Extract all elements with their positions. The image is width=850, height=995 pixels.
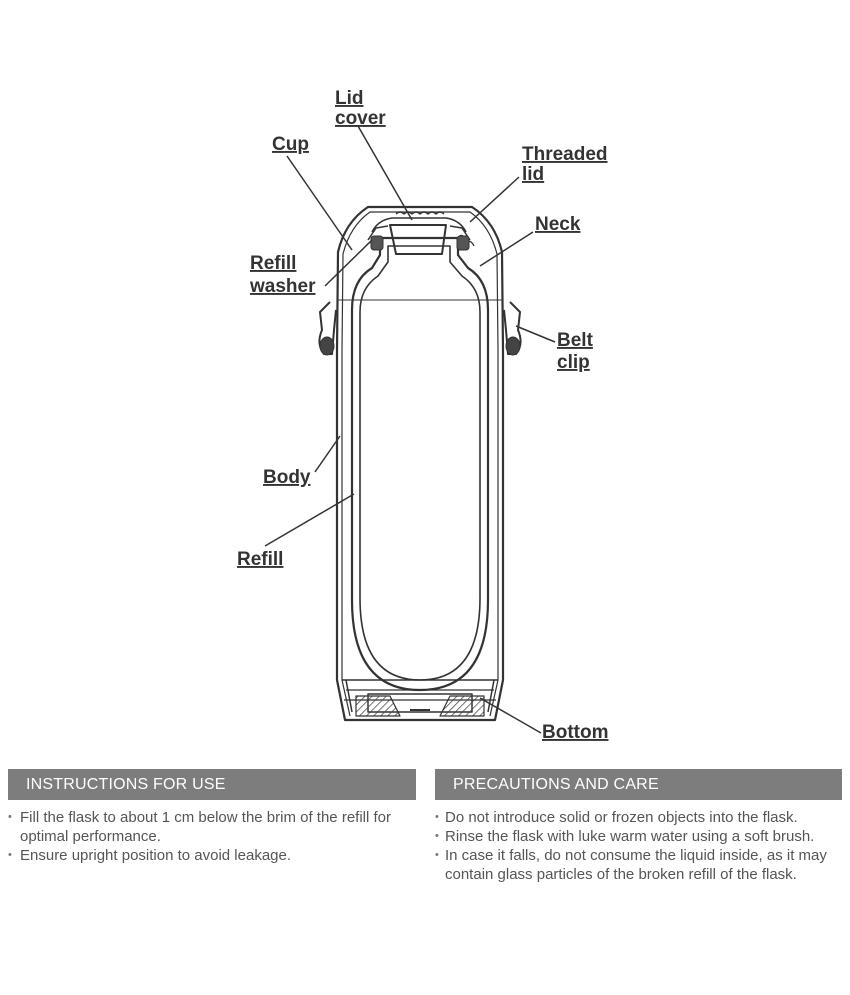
- list-item: Rinse the flask with luke warm water usi…: [435, 827, 842, 846]
- instructions-title: INSTRUCTIONS FOR USE: [8, 769, 416, 800]
- list-item: Fill the flask to about 1 cm below the b…: [8, 808, 416, 846]
- label-refill: Refill: [237, 549, 283, 570]
- list-item: Ensure upright position to avoid leakage…: [8, 846, 416, 865]
- flask-diagram: Lid cover Cup Threaded lid Neck Refill w…: [237, 88, 608, 743]
- instructions-list: Fill the flask to about 1 cm below the b…: [8, 808, 416, 865]
- leader-lines: [264, 125, 556, 734]
- precautions-title: PRECAUTIONS AND CARE: [435, 769, 842, 800]
- label-belt-clip-line1: Belt: [557, 330, 594, 351]
- list-item: Do not introduce solid or frozen objects…: [435, 808, 842, 827]
- part-labels: Lid cover Cup Threaded lid Neck Refill w…: [237, 88, 608, 743]
- instructions-panel: INSTRUCTIONS FOR USE Fill the flask to a…: [8, 769, 416, 865]
- label-threaded-lid-line1: Threaded: [522, 144, 608, 165]
- precautions-list: Do not introduce solid or frozen objects…: [435, 808, 842, 884]
- list-item: In case it falls, do not consume the liq…: [435, 846, 842, 884]
- flask-drawing: [318, 205, 522, 722]
- label-refill-washer-line1: Refill: [250, 253, 296, 274]
- label-lid-cover-line1: Lid: [335, 88, 364, 109]
- precautions-panel: PRECAUTIONS AND CARE Do not introduce so…: [435, 769, 842, 884]
- label-cup: Cup: [272, 134, 309, 155]
- label-refill-washer-line2: washer: [249, 276, 316, 297]
- label-belt-clip-line2: clip: [557, 352, 590, 373]
- label-lid-cover-line2: cover: [335, 108, 386, 129]
- label-threaded-lid-line2: lid: [522, 164, 544, 185]
- label-bottom: Bottom: [542, 722, 608, 743]
- label-body: Body: [263, 467, 311, 488]
- label-neck: Neck: [535, 214, 581, 235]
